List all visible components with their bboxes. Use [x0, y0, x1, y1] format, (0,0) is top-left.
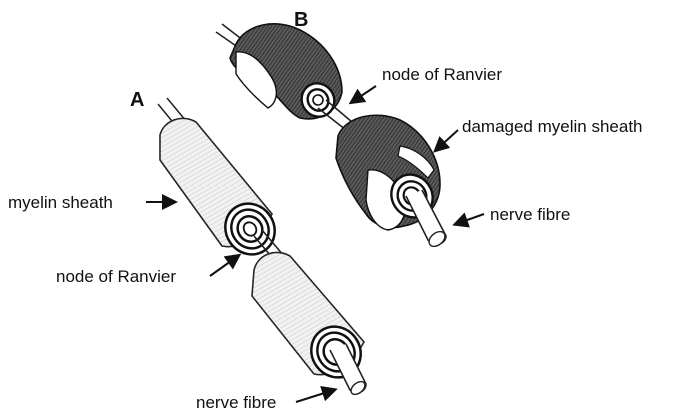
- label-b-node-of-ranvier: node of Ranvier: [382, 65, 502, 84]
- panel-a-letter: A: [130, 89, 144, 111]
- label-a-nerve-fibre: nerve fibre: [196, 393, 276, 409]
- label-a-node-of-ranvier: node of Ranvier: [56, 267, 176, 286]
- arrow-a-node: [210, 256, 238, 276]
- arrow-b-fibre: [456, 214, 484, 224]
- arrow-b-node: [352, 86, 376, 102]
- label-b-damaged-myelin-sheath: damaged myelin sheath: [462, 117, 643, 136]
- label-b-nerve-fibre: nerve fibre: [490, 205, 570, 224]
- myelin-segment-a-upper: [160, 118, 285, 264]
- damaged-myelin-b-upper: [230, 24, 342, 123]
- arrow-a-fibre: [296, 390, 334, 402]
- panel-b-letter: B: [294, 9, 308, 31]
- label-a-myelin-sheath: myelin sheath: [8, 193, 113, 212]
- arrow-b-damaged: [436, 130, 458, 150]
